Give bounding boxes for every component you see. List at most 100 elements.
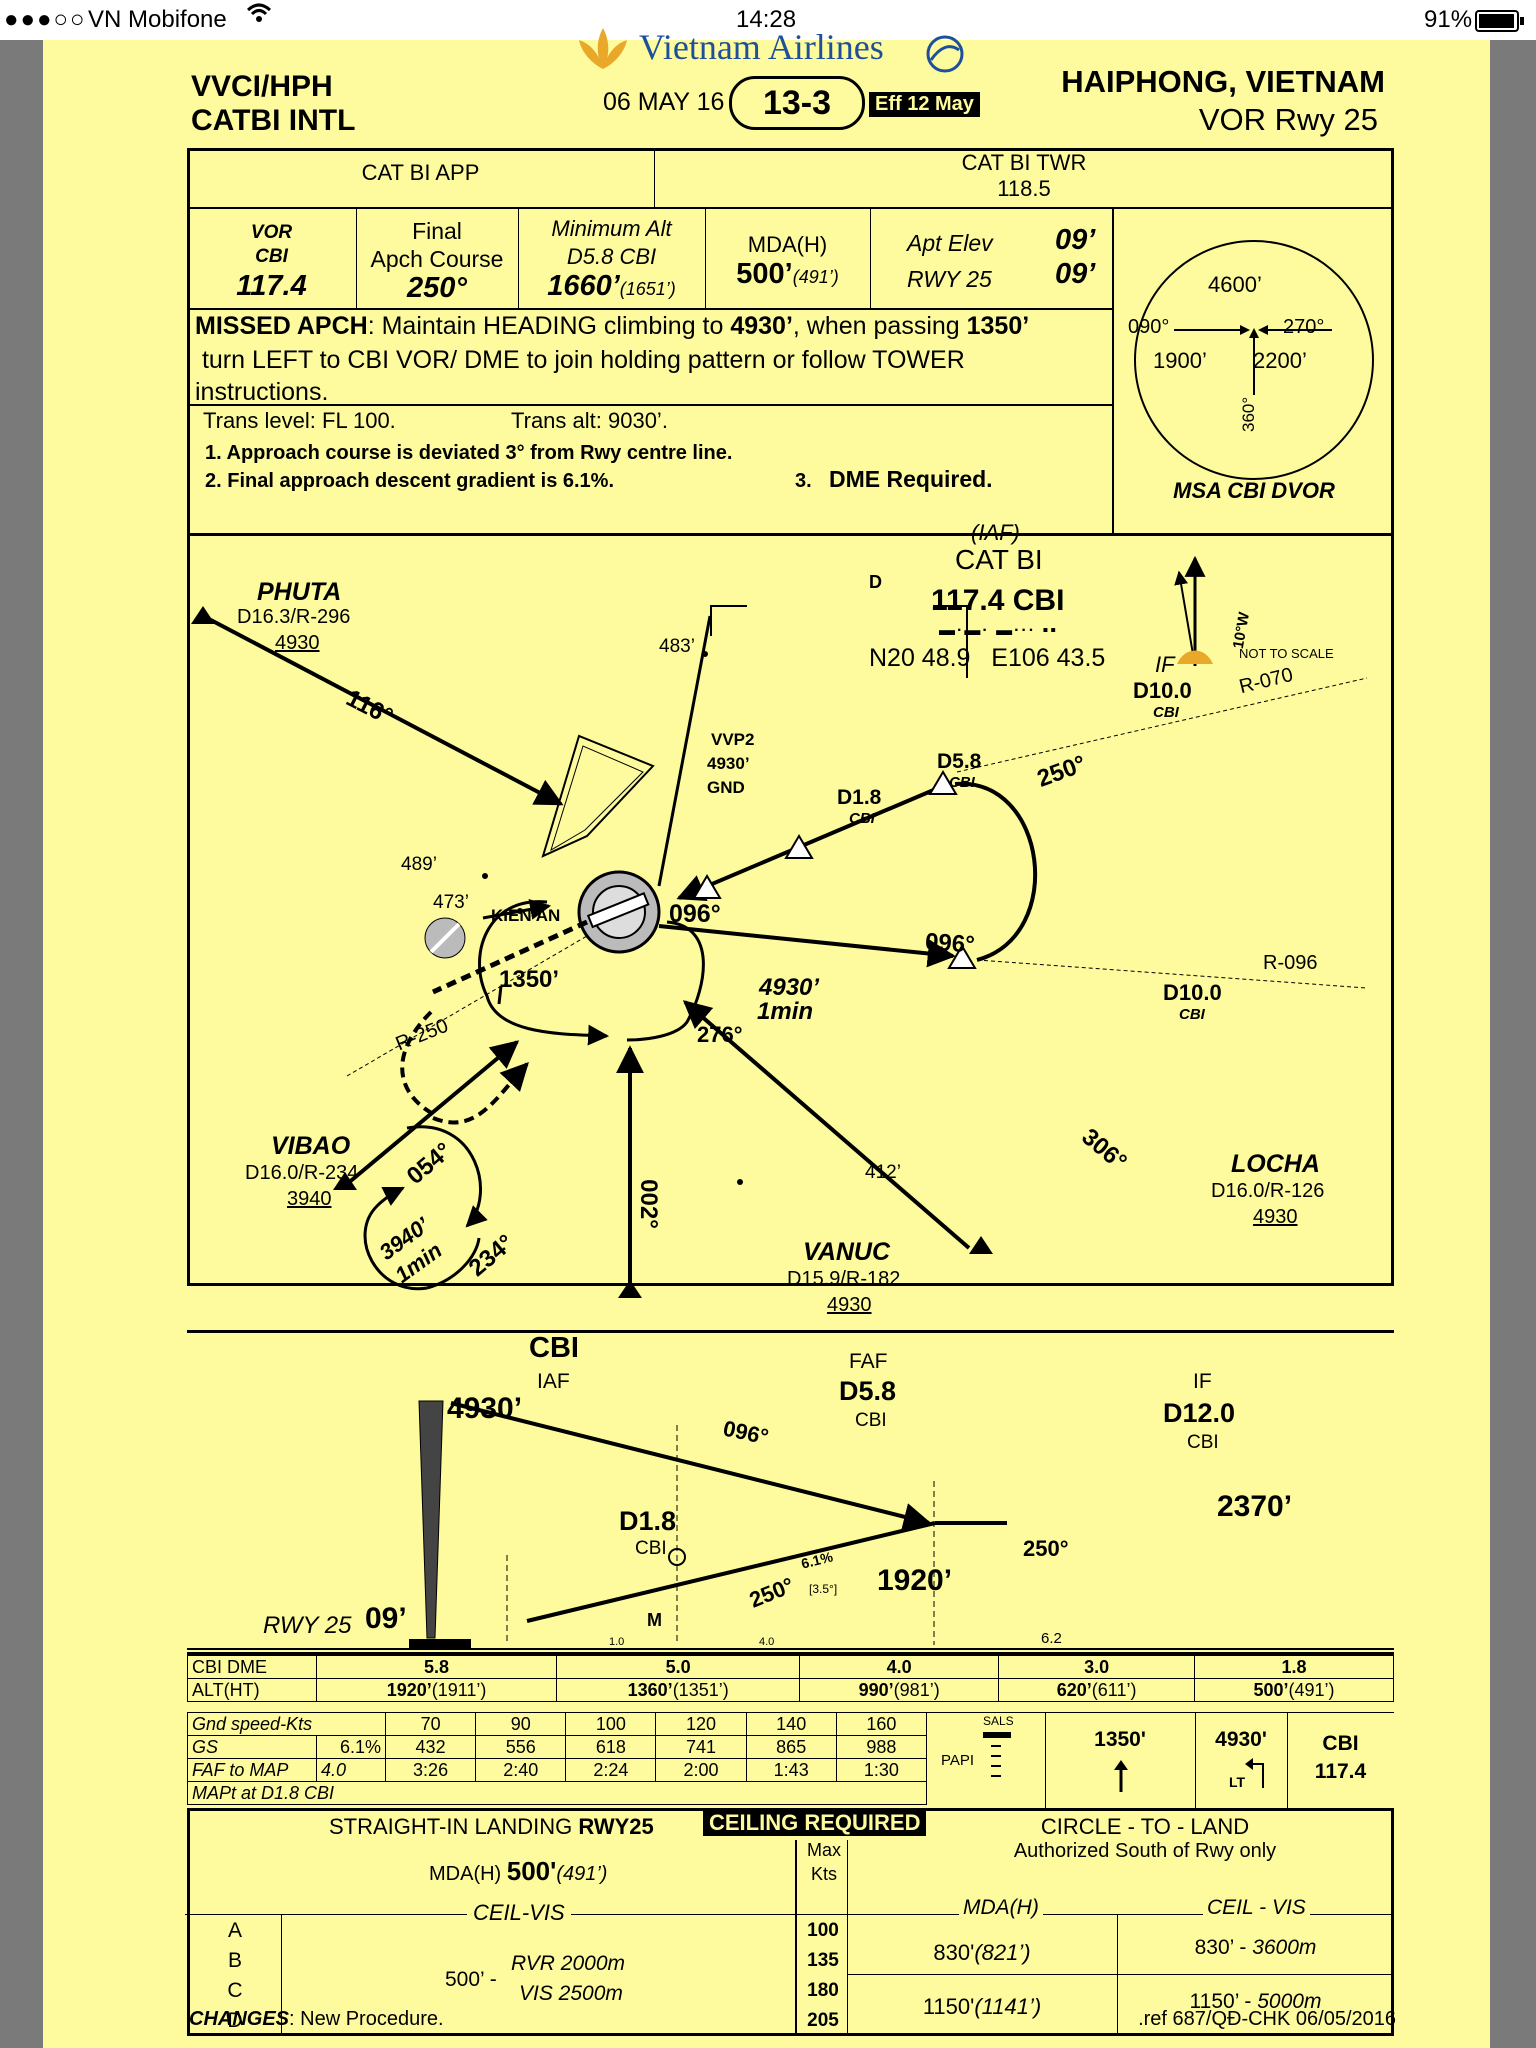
final-course-label: Final [412, 218, 462, 244]
chart-date: 06 MAY 16 [603, 88, 725, 116]
profile-if-altitude: 2370’ [1217, 1490, 1293, 1523]
msa-bearing-360: 360° [1239, 396, 1258, 432]
wifi-icon [246, 2, 272, 31]
vanuc-course-002: 002° [634, 1179, 662, 1229]
max-kts-label: Max [806, 1840, 841, 1860]
missed-approach-icons [927, 1712, 1394, 1809]
not-to-scale: NOT TO SCALE [1239, 646, 1334, 661]
d10b-label: D10.0 [1163, 980, 1222, 1005]
if-cbi: CBI [1153, 704, 1179, 721]
vanuc-altitude: 4930 [827, 1294, 872, 1316]
d18-label: D1.8 [837, 786, 882, 809]
vanuc-name: VANUC [803, 1238, 891, 1266]
airline-logo [573, 24, 633, 79]
logo-wordmark: Vietnam Airlines [639, 27, 884, 67]
transition-altitude: Trans alt: 9030’. [511, 408, 668, 433]
d10b-cbi: CBI [1179, 1006, 1205, 1023]
mda-label: MDA(H) [747, 232, 828, 257]
msa-bearing-090: 090° [1128, 316, 1170, 338]
circle-ceil-vis-label: CEIL - VIS [1203, 1896, 1310, 1920]
max-kts-label-2: Kts [810, 1864, 837, 1884]
profile-faf-cbi: CBI [855, 1410, 887, 1431]
vibao-altitude: 3940 [287, 1188, 332, 1210]
profile-faf-d58: D5.8 [839, 1376, 897, 1406]
d58-cbi: CBI [949, 774, 975, 791]
vor-ident: CBI [255, 246, 288, 267]
tower-frequency: 118.5 [997, 176, 1051, 201]
signal-icon: ●●●○○ [4, 6, 87, 33]
vibao-dme: D16.0/R-234 [245, 1162, 359, 1184]
si-vis: VIS 2500m [519, 1982, 623, 2005]
vvp2-ceiling: 4930’ [707, 754, 750, 773]
city-name: HAIPHONG, VIETNAM [1061, 64, 1385, 99]
phuta-name: PHUTA [257, 578, 342, 606]
profile-faf-altitude: 1920’ [877, 1564, 953, 1597]
circle-mda-ab: 830'(821’) [933, 1940, 1031, 1965]
procedure-name: VOR Rwy 25 [1198, 102, 1378, 137]
transition-level: Trans level: FL 100. [203, 408, 396, 433]
note-3-number: 3. [795, 470, 812, 492]
outbound-course-096: 096° [924, 928, 976, 959]
profile-dist-4: 4.0 [759, 1636, 775, 1648]
apt-elev-label: Apt Elev [907, 230, 993, 256]
sals-label: SALS [983, 1714, 1014, 1728]
profile-if-d12: D12.0 [1163, 1398, 1236, 1428]
ground-speed-table: Gnd speed-Kts 70 90 100 120 140 160 GS 6… [187, 1712, 928, 1805]
vibao-name: VIBAO [271, 1132, 351, 1160]
profile-faf: FAF [849, 1350, 888, 1373]
profile-view [187, 1333, 1394, 1653]
left-turn-label: LT [1229, 1774, 1246, 1790]
msa-diagram [1114, 210, 1394, 530]
vor-label: VOR [250, 222, 293, 243]
ma-vor-ident: CBI [1322, 1732, 1359, 1755]
papi-label: PAPI [941, 1752, 975, 1769]
obstacle-412: 412’ [865, 1162, 901, 1183]
profile-dist-62: 6.2 [1041, 1630, 1062, 1647]
msa-bearing-270: 270° [1283, 316, 1325, 338]
clock: 14:28 [736, 6, 797, 33]
dme-altitude-table: CBI DME 5.8 5.0 4.0 3.0 1.8 ALT(HT) 1920… [187, 1655, 1394, 1702]
ceil-vis-label: CEIL-VIS [467, 1900, 571, 1926]
circle-restriction: Authorized South of Rwy only [1013, 1840, 1277, 1862]
obstacle-483: 483’ [659, 636, 695, 657]
phuta-dme: D16.3/R-296 [237, 606, 351, 628]
circle-ceil-vis-ab: 830’ - 3600m [1194, 1936, 1317, 1959]
max-kts-list: 100 135 180 205 [807, 1920, 839, 2031]
category-list: A B C D [227, 1919, 243, 2032]
si-ceiling: 500’ - [445, 1968, 497, 1991]
catbi-coordinates: N20 48.9 E106 43.5 [869, 644, 1106, 672]
minimum-altitude-label: Minimum Alt [551, 216, 672, 241]
ma-vor-frequency: 117.4 [1314, 1760, 1367, 1783]
hold-course-276: 276° [697, 1022, 743, 1047]
radial-096: R-096 [1263, 952, 1318, 974]
profile-drawing [187, 1400, 1394, 1650]
minima-box [187, 1808, 1394, 2036]
profile-if-cbi: CBI [1187, 1432, 1219, 1453]
d18-cbi: CBI [849, 810, 875, 827]
mda-value: 500’(491’) [736, 258, 839, 290]
obstacle-473: 473’ [433, 892, 469, 913]
obstacle-489: 489’ [401, 854, 437, 875]
profile-map-m: M [647, 1610, 662, 1630]
msa-sector-north: 4600’ [1208, 272, 1262, 297]
note-1: 1. Approach course is deviated 3° from R… [205, 442, 733, 464]
profile-dist-1: 1.0 [609, 1636, 625, 1648]
circle-mda-label: MDA(H) [959, 1896, 1043, 1920]
final-course-label-2: Apch Course [370, 246, 504, 272]
profile-if: IF [1193, 1370, 1212, 1393]
profile-rwy-elev: 09’ [365, 1602, 407, 1635]
circle-ceil-vis-cd: 1150’ - 5000m [1189, 1990, 1322, 2013]
ma-hold-altitude: 4930' [1215, 1728, 1267, 1751]
profile-d18: D1.8 [619, 1506, 677, 1536]
chart-number: 13-3 [729, 76, 865, 130]
hold-altitude: 4930’ [759, 974, 820, 1001]
locha-altitude: 4930 [1253, 1206, 1298, 1228]
vvp2-name: VVP2 [711, 730, 755, 749]
tower-label: CAT BI TWR [961, 150, 1087, 175]
msa-sector-west: 1900’ [1153, 348, 1207, 373]
ma-climb-altitude: 1350' [1094, 1728, 1146, 1751]
plan-view-drawing [191, 555, 1368, 1298]
profile-iaf-altitude: 4930’ [447, 1392, 523, 1425]
profile-rwy-label: RWY 25 [263, 1612, 352, 1639]
battery-percent: 91% [1424, 6, 1473, 33]
